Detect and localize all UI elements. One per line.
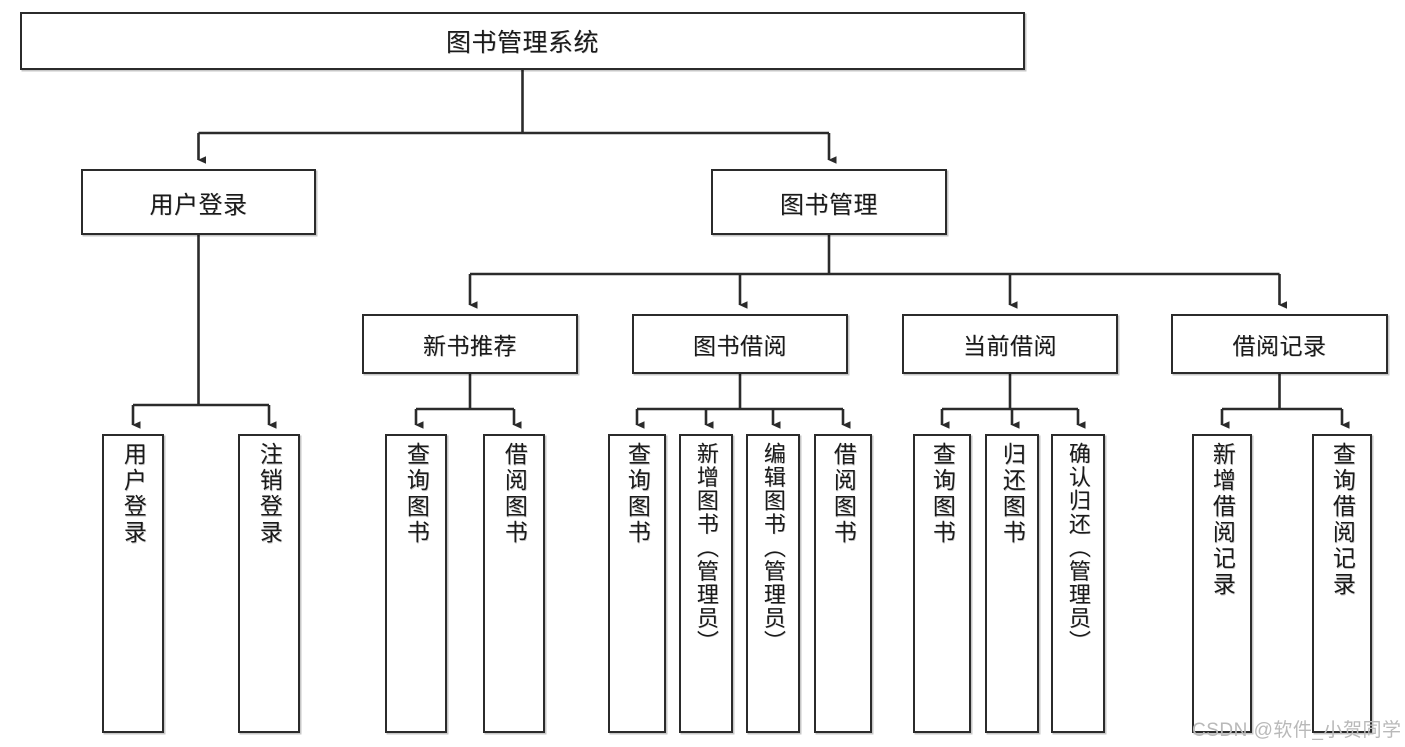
leaf-node-leaf-user-login[interactable]: 用户登录 (102, 434, 164, 733)
node-label: 编辑图书（管理员） (760, 442, 786, 654)
leaf-node-leaf-add-book[interactable]: 新增图书（管理员） (679, 434, 733, 733)
leaf-node-leaf-query-book[interactable]: 查询图书 (608, 434, 666, 733)
leaf-node-leaf-add-record[interactable]: 新增借阅记录 (1192, 434, 1252, 733)
node-label: 图书管理系统 (445, 29, 599, 57)
node-label: 归还图书 (999, 442, 1026, 546)
node-root[interactable]: 图书管理系统 (20, 12, 1025, 70)
node-label: 借阅记录 (1232, 333, 1327, 359)
leaf-node-leaf-borrow-book-rec[interactable]: 借阅图书 (483, 434, 545, 733)
node-label: 借阅图书 (501, 442, 528, 546)
leaf-node-leaf-query-current[interactable]: 查询图书 (913, 434, 971, 733)
node-book-borrow[interactable]: 图书借阅 (632, 314, 848, 374)
node-label: 查询图书 (624, 442, 651, 546)
node-new-book-rec[interactable]: 新书推荐 (362, 314, 578, 374)
leaf-node-leaf-borrow-book[interactable]: 借阅图书 (814, 434, 872, 733)
node-label: 当前借阅 (963, 333, 1057, 359)
node-label: 新增图书（管理员） (693, 442, 719, 654)
node-label: 借阅图书 (830, 442, 857, 546)
node-label: 查询图书 (403, 442, 430, 546)
node-label: 图书管理 (780, 191, 878, 219)
node-borrow-record[interactable]: 借阅记录 (1171, 314, 1388, 374)
leaf-node-leaf-user-logout[interactable]: 注销登录 (238, 434, 300, 733)
node-label: 查询借阅记录 (1329, 442, 1356, 598)
leaf-node-leaf-confirm-return[interactable]: 确认归还（管理员） (1051, 434, 1105, 733)
node-book-manage[interactable]: 图书管理 (711, 169, 947, 235)
node-user-login[interactable]: 用户登录 (81, 169, 316, 235)
leaf-node-leaf-query-book-rec[interactable]: 查询图书 (385, 434, 447, 733)
node-label: 注销登录 (256, 442, 283, 546)
leaf-node-leaf-edit-book[interactable]: 编辑图书（管理员） (746, 434, 800, 733)
watermark-label: CSDN @软件_小贺同学 (1192, 720, 1402, 741)
node-label: 用户登录 (149, 191, 248, 219)
node-label: 新书推荐 (423, 333, 517, 359)
node-label: 用户登录 (120, 442, 147, 546)
node-label: 新增借阅记录 (1209, 442, 1236, 598)
leaf-node-leaf-return-book[interactable]: 归还图书 (985, 434, 1039, 733)
node-label: 查询图书 (929, 442, 956, 546)
leaf-node-leaf-query-record[interactable]: 查询借阅记录 (1312, 434, 1372, 733)
node-label: 确认归还（管理员） (1065, 442, 1091, 654)
node-current-borrow[interactable]: 当前借阅 (902, 314, 1118, 374)
node-label: 图书借阅 (693, 333, 787, 359)
